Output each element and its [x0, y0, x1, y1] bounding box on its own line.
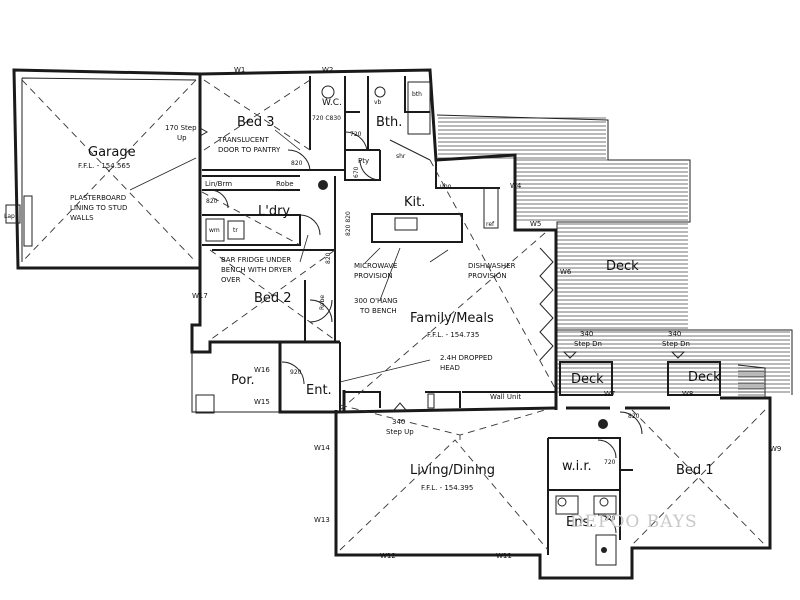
garage-ffl: F.F.L. - 154.565	[78, 162, 130, 170]
door-labels: 720 C830 720 820 670 820 820 820 820 920…	[206, 115, 640, 522]
fixture-bath-tub: bth	[412, 91, 422, 98]
note-step-up-170: 170 Step	[165, 124, 197, 132]
note-overhang: 300 O'HANG	[354, 297, 398, 305]
fixture-lap: Lap	[4, 213, 15, 220]
note-step-up-170-b: Up	[177, 134, 187, 142]
living-ffl: F.F.L. - 154.395	[421, 484, 473, 492]
note-dropped-head: 2.4H DROPPED	[440, 354, 493, 362]
door-720-bath: 720	[350, 131, 362, 138]
window-w4: W4	[510, 182, 522, 190]
note-plasterboard-b: LINING TO STUD	[70, 204, 127, 212]
note-overhang-b: TO BENCH	[359, 307, 397, 315]
deck-area	[436, 114, 793, 396]
window-w14: W14	[314, 444, 330, 452]
window-w7: W7	[604, 390, 615, 398]
note-plasterboard: PLASTERBOARD	[70, 194, 126, 202]
door-820-bed1: 820	[628, 413, 640, 420]
window-w12: W12	[380, 552, 396, 560]
family-ffl: F.F.L. - 154.735	[427, 331, 479, 339]
room-label-garage: Garage	[88, 145, 136, 160]
interior-walls	[191, 76, 766, 566]
door-820-laundry: 820	[206, 198, 218, 205]
room-label-entry: Ent.	[306, 383, 332, 398]
room-label-family-meals: Family/Meals	[410, 311, 494, 326]
fixture-shower: shr	[396, 153, 406, 160]
window-w6: W6	[560, 268, 572, 276]
window-w16: W16	[254, 366, 270, 374]
note-dropped-head-b: HEAD	[440, 364, 460, 372]
room-label-bed1: Bed 1	[676, 463, 714, 478]
note-step-up-340-b: Step Up	[386, 428, 414, 436]
door-820-kitchen: 820 820	[345, 211, 352, 236]
watermark: DEPOO BAYS	[570, 512, 698, 532]
door-720-ensuite: 720	[604, 515, 616, 522]
door-swings	[209, 131, 643, 534]
symbols	[199, 85, 686, 553]
room-label-kitchen: Kit.	[404, 195, 425, 210]
note-bar-fridge-b: BENCH WITH DRYER	[221, 266, 292, 274]
note-wall-unit: Wall Unit	[490, 393, 521, 401]
fixture-trough: tr	[233, 227, 238, 234]
room-label-deck-right: Deck	[688, 370, 721, 385]
leader-lines	[129, 129, 449, 383]
note-microwave-b: PROVISION	[354, 272, 393, 280]
room-label-bed3: Bed 3	[237, 115, 275, 130]
door-720-830: 720 C830	[312, 115, 341, 122]
note-dishwasher-b: PROVISION	[468, 272, 507, 280]
note-translucent-b: DOOR TO PANTRY	[218, 146, 281, 154]
fixture-robe: Robe	[276, 180, 294, 188]
room-label-ensuite: Ens.	[566, 515, 593, 530]
fixture-fridge: ref	[486, 221, 495, 228]
window-w1: W1	[234, 66, 245, 74]
fixture-lin-brm: Lin/Brm	[205, 180, 232, 188]
window-w11: W11	[496, 552, 512, 560]
fixture-labels: Lin/Brm Robe Robe Pty shr ubo ref wm tr …	[4, 91, 495, 310]
note-plasterboard-c: WALLS	[70, 214, 94, 222]
note-bar-fridge: BAR FRIDGE UNDER	[221, 256, 291, 264]
room-label-bed2: Bed 2	[254, 291, 292, 306]
room-label-living-dining: Living/Dining	[410, 463, 495, 478]
room-label-wir: w.i.r.	[562, 459, 592, 474]
window-w9: W9	[770, 445, 781, 453]
fixture-vanity: vb	[374, 99, 382, 106]
note-step-dn-left-b: Step Dn	[574, 340, 602, 348]
fixture-washing-machine: wm	[209, 227, 220, 234]
fixture-robe-bed2: Robe	[319, 295, 326, 310]
door-820-bed3: 820	[291, 160, 303, 167]
fixture-ubo: ubo	[440, 183, 452, 190]
room-label-laundry: L'dry	[258, 204, 290, 219]
window-w2: W2	[322, 66, 333, 74]
room-label-bath: Bth.	[376, 115, 402, 130]
window-w17: W17	[192, 292, 208, 300]
annotations: 170 Step Up TRANSLUCENT DOOR TO PANTRY P…	[70, 124, 690, 436]
note-step-dn-right-b: Step Dn	[662, 340, 690, 348]
window-w13: W13	[314, 516, 330, 524]
room-label-wc: W.C.	[322, 98, 342, 108]
note-step-dn-right: 340	[668, 330, 681, 338]
note-microwave: MICROWAVE	[354, 262, 397, 270]
room-label-deck-left: Deck	[571, 372, 604, 387]
door-670: 670	[353, 166, 360, 178]
room-label-porch: Por.	[231, 373, 255, 388]
window-labels: W1 W2 W4 W5 W6 W7 W8 W9 W11 W12 W13 W14 …	[192, 66, 781, 560]
note-bar-fridge-c: OVER	[221, 276, 241, 284]
room-labels: Garage F.F.L. - 154.565 Bed 3 W.C. Bth. …	[78, 98, 721, 530]
outer-walls	[190, 68, 772, 580]
note-translucent: TRANSLUCENT	[217, 136, 270, 144]
room-label-deck-main: Deck	[606, 259, 639, 274]
window-w8: W8	[682, 390, 693, 398]
note-step-dn-left: 340	[580, 330, 593, 338]
door-820-bed2: 820	[325, 252, 332, 264]
note-step-up-340: 340	[392, 418, 405, 426]
door-720-wir: 720	[604, 459, 616, 466]
roof-lines	[201, 79, 766, 551]
fixture-pantry: Pty	[358, 157, 369, 165]
note-dishwasher: DISHWASHER	[468, 262, 516, 270]
window-w15: W15	[254, 398, 270, 406]
door-920: 920	[290, 369, 302, 376]
window-w5: W5	[530, 220, 541, 228]
